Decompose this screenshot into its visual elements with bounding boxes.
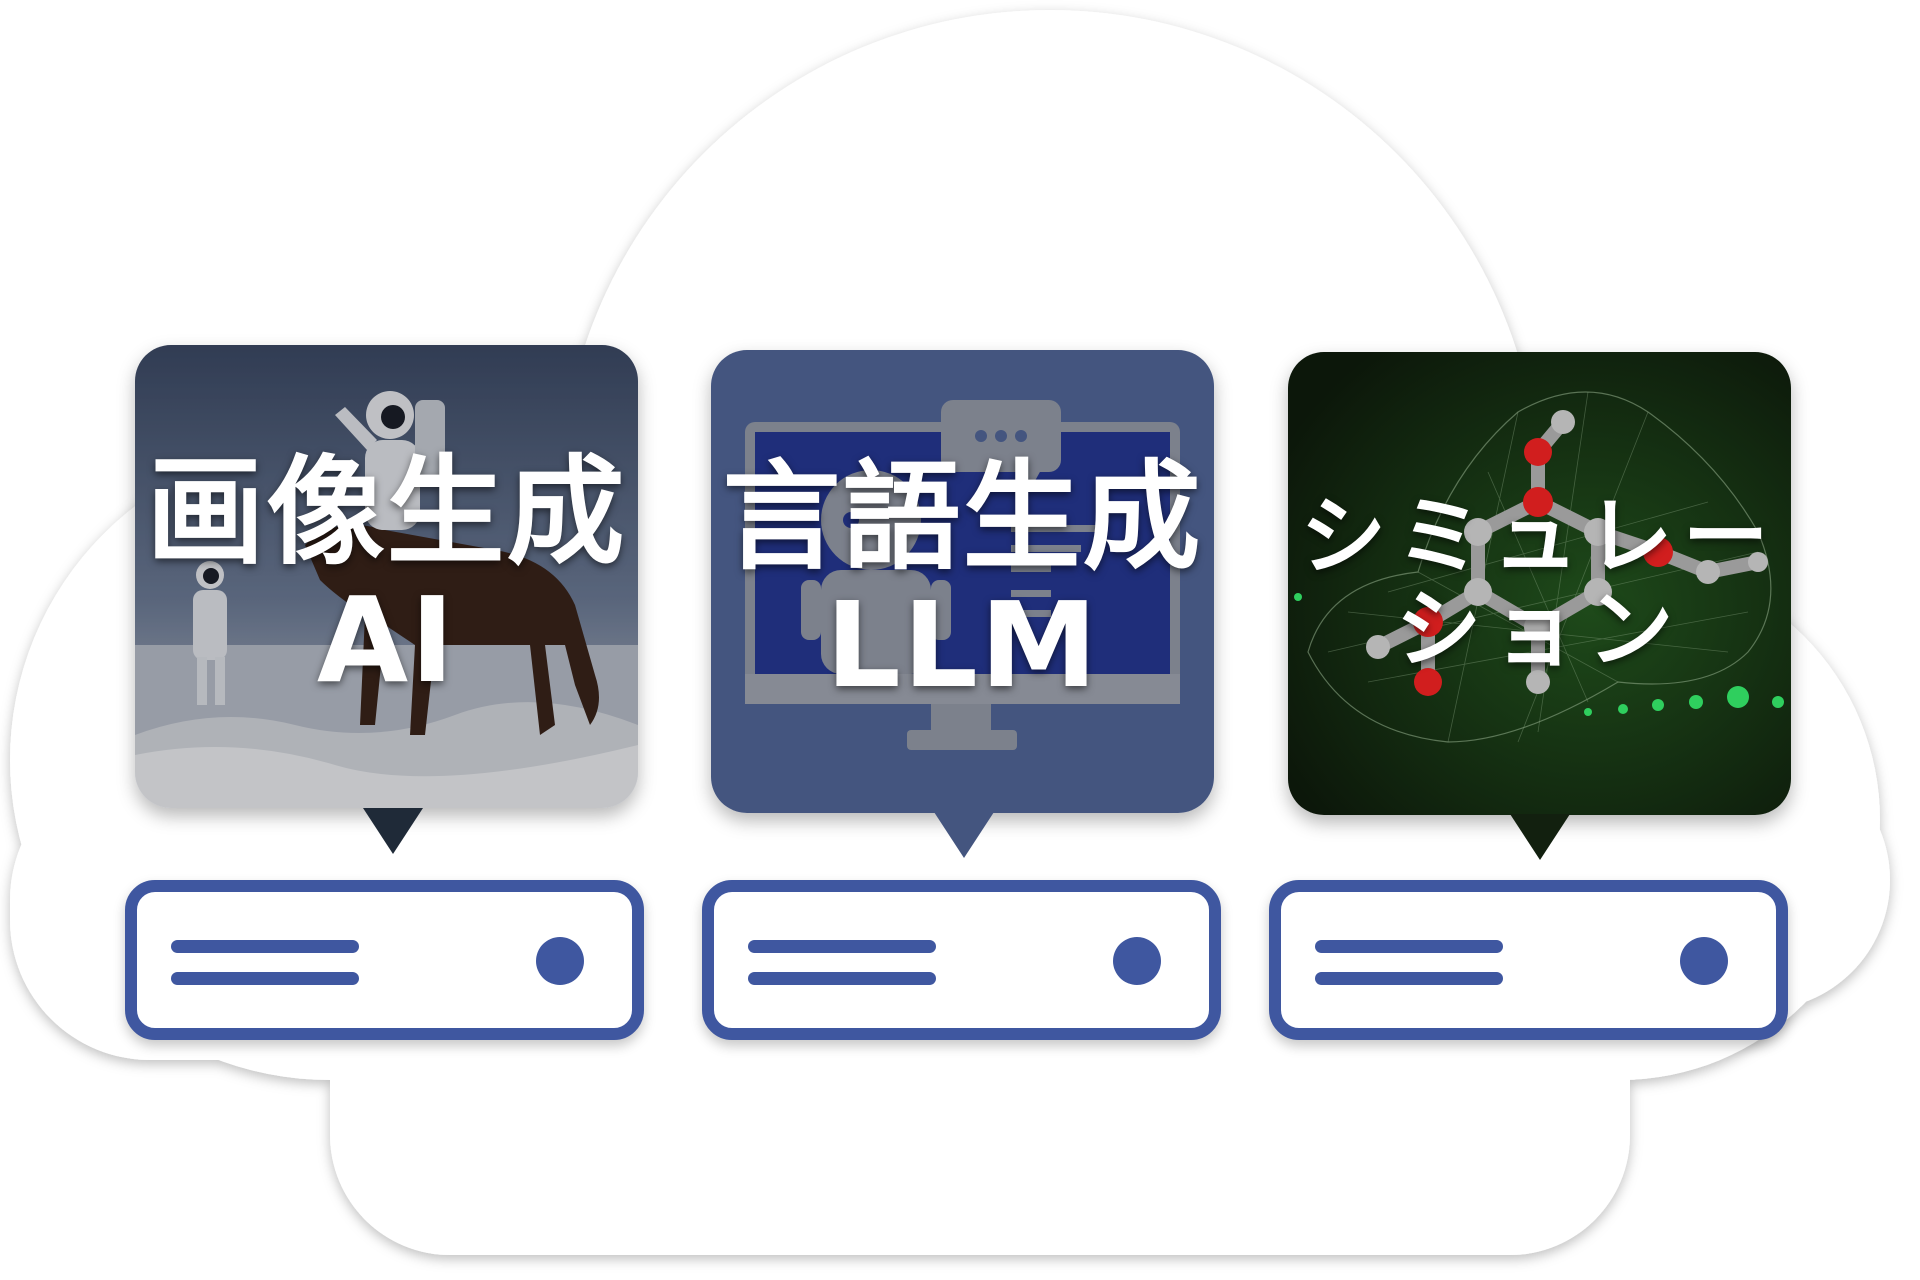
image-gen-title: 画像生成 <box>146 443 627 582</box>
simulation-subtitle: ション <box>1395 579 1684 680</box>
astronaut-horse-image-icon <box>135 345 638 808</box>
image-gen-label: 画像生成 AI <box>135 345 638 808</box>
molecule-mesh-icon <box>1288 352 1791 815</box>
server-1-bar-bottom <box>171 972 359 985</box>
image-gen-pointer <box>363 808 423 854</box>
server-unit-3 <box>1269 880 1788 1040</box>
server-3-bar-top <box>1315 940 1503 953</box>
language-gen-card: 言語生成 LLM <box>711 350 1214 813</box>
language-gen-pointer <box>934 812 994 858</box>
chatbot-monitor-icon <box>711 350 1214 813</box>
server-1-status-light-icon <box>536 937 584 985</box>
server-3-status-light-icon <box>1680 937 1728 985</box>
language-gen-label: 言語生成 LLM <box>711 350 1214 813</box>
server-unit-2 <box>702 880 1221 1040</box>
server-2-bar-top <box>748 940 936 953</box>
server-unit-1 <box>125 880 644 1040</box>
language-gen-title: 言語生成 <box>722 448 1203 587</box>
language-gen-subtitle: LLM <box>825 575 1100 714</box>
image-gen-card: 画像生成 AI <box>135 345 638 808</box>
simulation-label: シミュレー ション <box>1288 352 1791 815</box>
server-3-bar-bottom <box>1315 972 1503 985</box>
simulation-pointer <box>1510 814 1570 860</box>
server-2-bar-bottom <box>748 972 936 985</box>
simulation-title: シミュレー <box>1300 486 1779 587</box>
server-2-status-light-icon <box>1113 937 1161 985</box>
image-gen-subtitle: AI <box>316 570 457 709</box>
simulation-card: シミュレー ション <box>1288 352 1791 815</box>
server-1-bar-top <box>171 940 359 953</box>
